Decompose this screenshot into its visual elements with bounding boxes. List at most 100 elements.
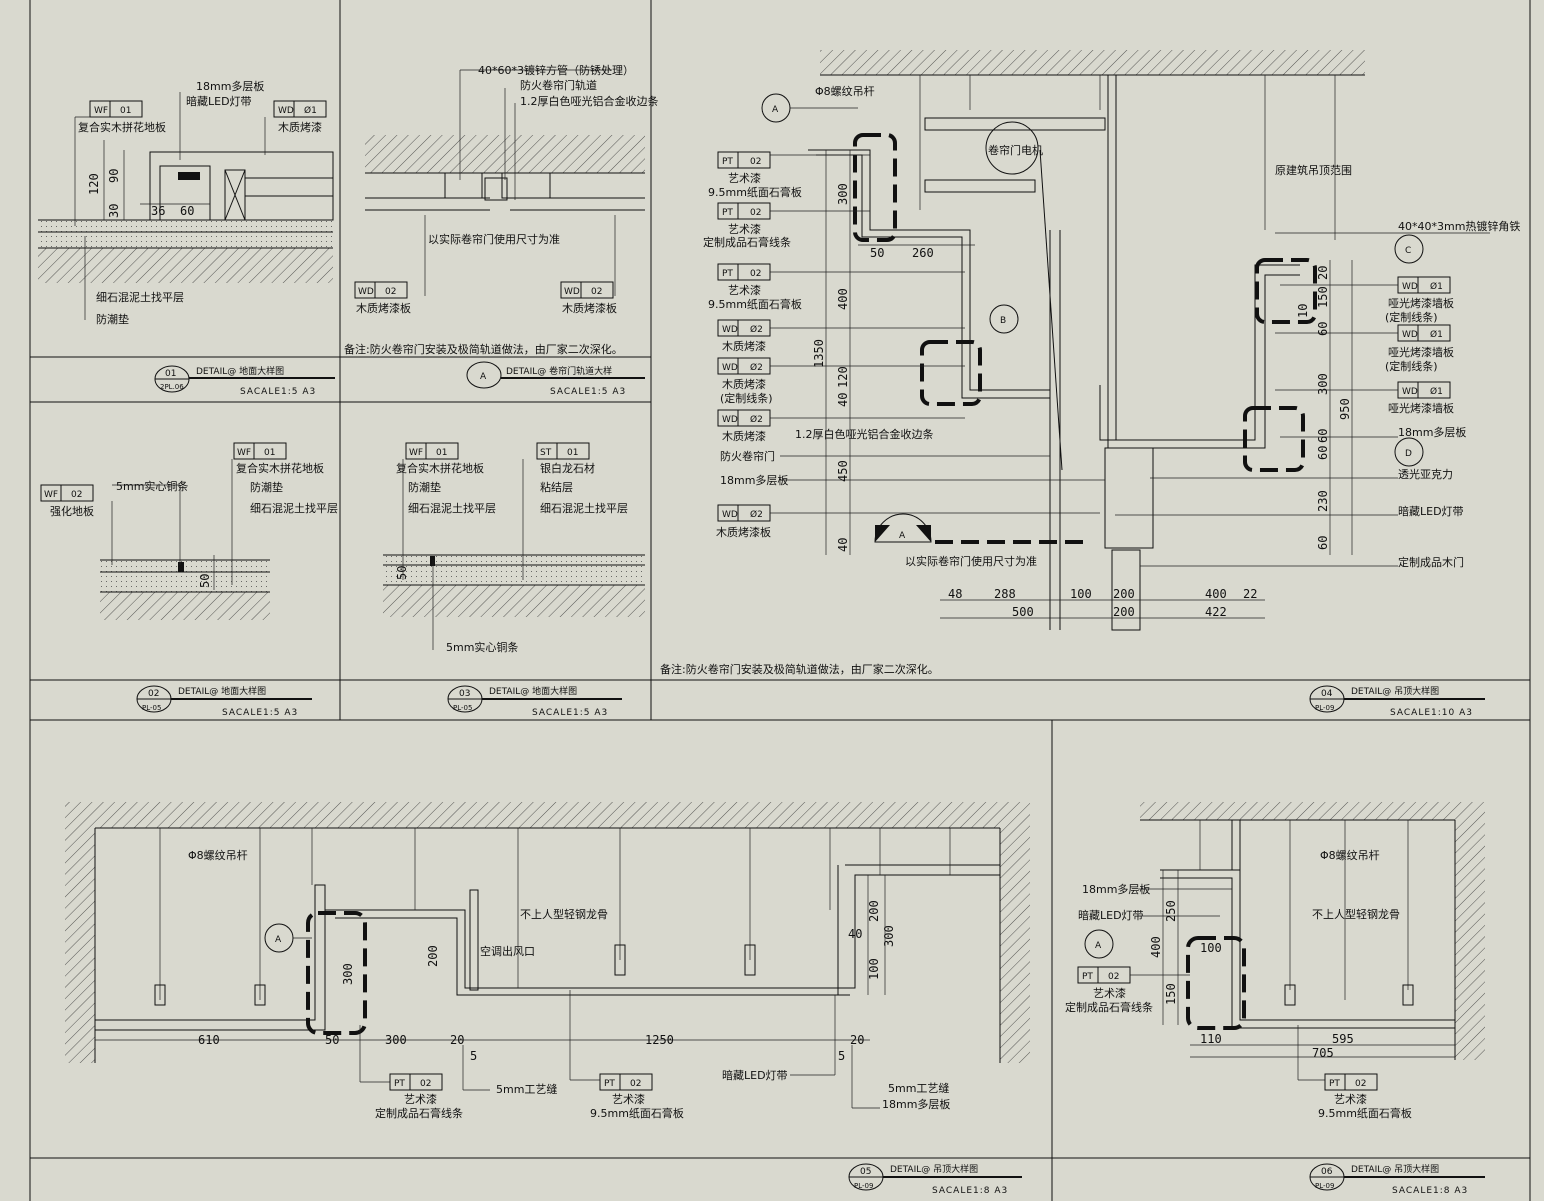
dim: 50 (870, 246, 884, 260)
label: 暗藏LED灯带 (722, 1068, 788, 1082)
label: 18mm多层板 (1082, 882, 1150, 896)
dim: 110 (1200, 1032, 1222, 1046)
label: 木质烤漆 (722, 377, 766, 391)
label: 艺术漆 (1334, 1093, 1367, 1106)
tag-num: Ø2 (750, 362, 763, 373)
dim: 450 (836, 460, 850, 482)
dim: 50 (325, 1033, 339, 1047)
tag-code: WD (1402, 330, 1418, 340)
tag-code: WD (722, 415, 738, 425)
label: 9.5mm纸面石膏板 (708, 297, 802, 311)
title-ref: PL-05 (453, 704, 472, 712)
tag-num: 01 (264, 448, 275, 458)
tag-code: PT (394, 1079, 405, 1089)
label: Φ8螺纹吊杆 (1320, 848, 1380, 862)
title-num: A (480, 372, 487, 382)
title-text: DETAIL@ 吊顶大样图 (1351, 1163, 1439, 1175)
label: (定制线条) (1385, 359, 1438, 373)
tag-code: WD (1402, 282, 1418, 292)
label: 暗藏LED灯带 (1078, 908, 1144, 922)
dim: 10 (1296, 304, 1310, 318)
right-tags: WD Ø1 WD Ø1 WD Ø1 (1397, 276, 1451, 399)
title-scale: SACALE1:8 A3 (932, 1186, 1008, 1196)
dim: 60 (1316, 429, 1330, 443)
label: 细石混泥土找平层 (96, 290, 184, 304)
title-ref: PL-09 (1315, 704, 1334, 712)
dim-60: 60 (180, 204, 194, 218)
dim: 120 (836, 366, 850, 388)
tag-num: 02 (750, 269, 761, 279)
tag-num: Ø1 (1430, 386, 1443, 397)
title-text: DETAIL@ 地面大样图 (489, 685, 577, 697)
tag-code: WD (722, 363, 738, 373)
label: 9.5mm纸面石膏板 (708, 185, 802, 199)
label: 木质烤漆 (722, 339, 766, 353)
left-tags: PT 02 PT 02 PT 02 WD Ø2 WD Ø2 WD Ø2 WD Ø… (717, 151, 771, 522)
label: (定制线条) (720, 391, 773, 405)
label: 防火卷帘门轨道 (520, 78, 597, 92)
label: 细石混泥土找平层 (250, 501, 338, 515)
label: 银白龙石材 (540, 461, 595, 475)
label: 细石混泥土找平层 (408, 501, 496, 515)
dim: 288 (994, 587, 1016, 601)
label: 艺术漆 (728, 172, 761, 185)
callout: B (1000, 316, 1006, 326)
title-scale: SACALE1:5 A3 (240, 387, 316, 397)
tag-code: PT (604, 1079, 615, 1089)
label: 原建筑吊顶范围 (1275, 163, 1352, 177)
tag-num: Ø2 (750, 414, 763, 425)
label: 暗藏LED灯带 (186, 94, 252, 108)
dim: 1250 (645, 1033, 674, 1047)
dim: 300 (836, 183, 850, 205)
label: 复合实木拼花地板 (236, 461, 324, 475)
tag-code: WF (94, 106, 108, 116)
tag-code: WD (722, 510, 738, 520)
label: 复合实木拼花地板 (396, 461, 484, 475)
title-ref: PL-09 (1315, 1182, 1334, 1190)
tag-code: WD (722, 325, 738, 335)
dim: 50 (395, 566, 409, 580)
tag-code: PT (722, 157, 733, 167)
label: 9.5mm纸面石膏板 (590, 1106, 684, 1120)
dim: 200 (1113, 605, 1135, 619)
callout: A (772, 105, 779, 115)
tag-num: 02 (71, 490, 82, 500)
title-num: 02 (148, 689, 159, 699)
callout: A (1095, 941, 1102, 951)
tag-code: PT (722, 208, 733, 218)
tag-code: WD (564, 287, 580, 297)
dim: 250 (1164, 900, 1178, 922)
label: 木质烤漆 (278, 120, 322, 134)
title-num: 04 (1321, 689, 1333, 699)
detail-A-track: 40*60*3镀锌方管（防锈处理） 防火卷帘门轨道 1.2厚白色哑光铝合金收边条… (344, 63, 659, 397)
dim: 400 (1149, 936, 1163, 958)
tag-code: WF (237, 448, 251, 458)
label: 艺术漆 (612, 1093, 645, 1106)
label: 艺术漆 (404, 1093, 437, 1106)
tag-code: PT (1082, 972, 1093, 982)
label: 5mm工艺缝 (888, 1081, 949, 1095)
dim: 610 (198, 1033, 220, 1047)
callout: A (275, 935, 282, 945)
dim: 705 (1312, 1046, 1334, 1060)
label: 18mm多层板 (196, 79, 264, 93)
title-scale: SACALE1:5 A3 (532, 708, 608, 718)
label: 18mm多层板 (882, 1097, 950, 1111)
tag-num: Ø2 (750, 509, 763, 520)
label: 粘结层 (540, 480, 573, 494)
dim: 60 (1316, 536, 1330, 550)
dim: 260 (912, 246, 934, 260)
dim: 40 (836, 538, 850, 552)
dim: 422 (1205, 605, 1227, 619)
title-scale: SACALE1:5 A3 (222, 708, 298, 718)
label: 9.5mm纸面石膏板 (1318, 1106, 1412, 1120)
detail-06-ceiling: A Φ8螺纹吊杆 18mm多层板 暗藏LED灯带 不上人型轻钢龙骨 250 40… (1065, 802, 1485, 1196)
label: 空调出风口 (480, 944, 535, 958)
title-text: DETAIL@ 吊顶大样图 (890, 1163, 978, 1175)
title-scale: SACALE1:8 A3 (1392, 1186, 1468, 1196)
tag-code: ST (540, 448, 552, 458)
title-text: DETAIL@ 吊顶大样图 (1351, 685, 1439, 697)
tag-code: WF (44, 490, 58, 500)
label: Φ8螺纹吊杆 (815, 84, 875, 98)
